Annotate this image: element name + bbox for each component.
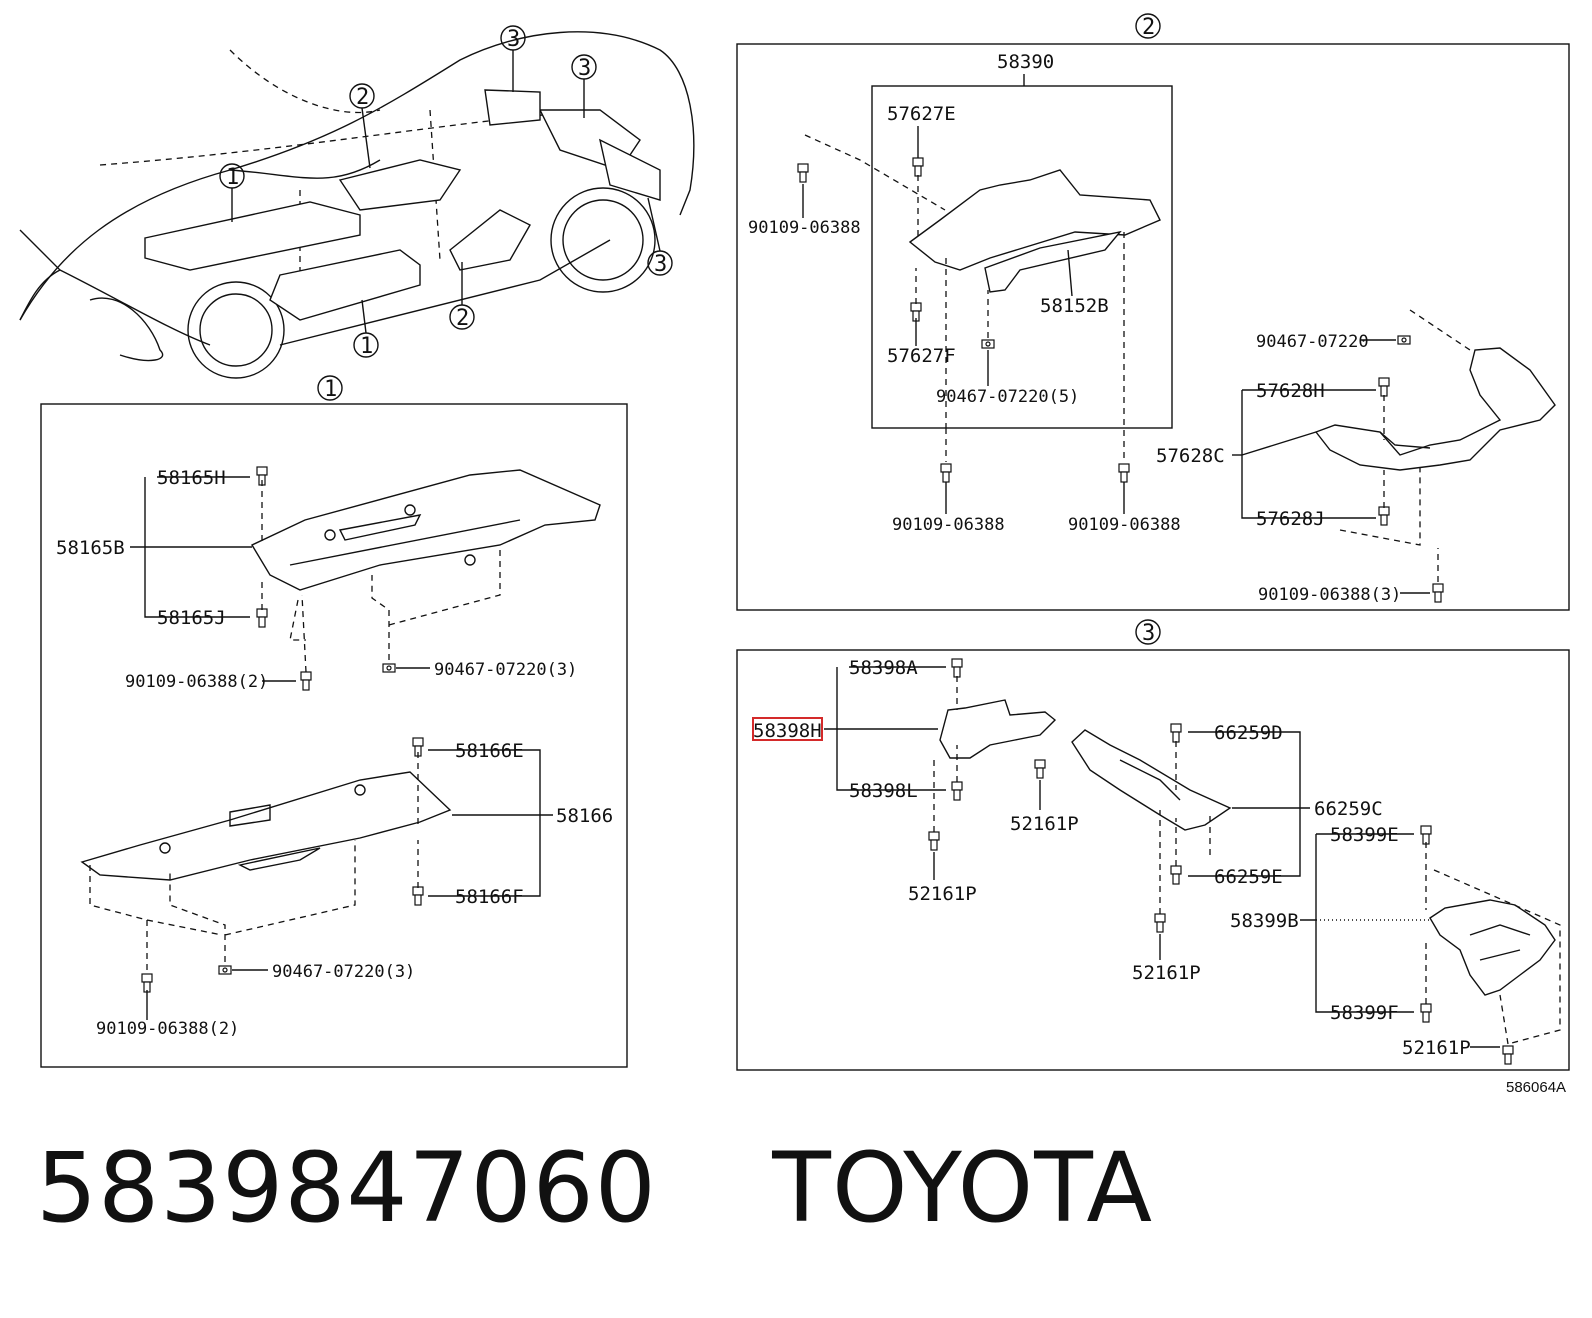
svg-text:90109-06388(2): 90109-06388(2) [96, 1019, 239, 1039]
svg-text:52161P: 52161P [1402, 1037, 1471, 1059]
svg-text:58166: 58166 [556, 805, 613, 827]
svg-text:90109-06388(3): 90109-06388(3) [1258, 585, 1401, 605]
diagram-code: 586064A [1506, 1079, 1566, 1096]
svg-text:58399F: 58399F [1330, 1002, 1399, 1024]
svg-text:58166F: 58166F [455, 886, 524, 908]
svg-text:58152B: 58152B [1040, 295, 1109, 317]
svg-text:3: 3 [654, 252, 667, 277]
section-2: 2 58390 57627E 57627F 90109-06388 58152B… [736, 13, 1570, 611]
svg-text:57627E: 57627E [887, 103, 956, 125]
overview-callouts: 1 2 3 3 3 2 1 [219, 25, 673, 359]
svg-text:57628J: 57628J [1256, 508, 1325, 530]
svg-text:2: 2 [1142, 15, 1155, 40]
svg-text:58165J: 58165J [157, 607, 226, 629]
parts-diagram: 1 2 3 3 3 2 1 1 58165H 58165J 58165B 901… [19, 13, 1570, 1096]
svg-text:90467-07220(3): 90467-07220(3) [434, 660, 577, 680]
svg-text:3: 3 [507, 27, 520, 52]
svg-text:3: 3 [1142, 621, 1155, 646]
svg-text:90109-06388(2): 90109-06388(2) [125, 672, 268, 692]
svg-text:57628C: 57628C [1156, 445, 1225, 467]
svg-text:90109-06388: 90109-06388 [748, 218, 861, 238]
svg-text:58398L: 58398L [849, 780, 918, 802]
svg-text:58398H: 58398H [753, 720, 822, 742]
svg-text:2: 2 [356, 85, 369, 110]
section-1: 1 58165H 58165J 58165B 90109-06388(2) 90… [40, 375, 628, 1068]
svg-text:2: 2 [456, 306, 469, 331]
svg-text:1: 1 [324, 377, 337, 402]
svg-text:58165H: 58165H [157, 467, 226, 489]
svg-text:58165B: 58165B [56, 537, 125, 559]
svg-text:1: 1 [226, 165, 239, 190]
svg-text:90467-07220(3): 90467-07220(3) [272, 962, 415, 982]
footer: 5839847060 TOYOTA [36, 1140, 1153, 1236]
car-overview [19, 31, 695, 379]
highlighted-part-58398H [752, 717, 823, 741]
svg-text:90467-07220(5): 90467-07220(5) [936, 387, 1079, 407]
svg-text:58398A: 58398A [849, 657, 918, 679]
svg-text:58390: 58390 [997, 51, 1054, 73]
svg-text:66259D: 66259D [1214, 722, 1283, 744]
svg-text:3: 3 [578, 56, 591, 81]
svg-text:52161P: 52161P [1132, 962, 1201, 984]
svg-text:52161P: 52161P [908, 883, 977, 905]
svg-text:90109-06388: 90109-06388 [1068, 515, 1181, 535]
svg-text:90467-07220: 90467-07220 [1256, 332, 1369, 352]
svg-text:58166E: 58166E [455, 740, 524, 762]
svg-text:90109-06388: 90109-06388 [892, 515, 1005, 535]
svg-text:58399B: 58399B [1230, 910, 1299, 932]
svg-text:57627F: 57627F [887, 345, 956, 367]
brand-name: TOYOTA [772, 1132, 1154, 1244]
part-number: 5839847060 [36, 1132, 657, 1244]
section-3: 3 58398A 58398L 58398H 52161P 52161P 662… [736, 619, 1570, 1071]
svg-text:1: 1 [360, 334, 373, 359]
svg-text:52161P: 52161P [1010, 813, 1079, 835]
svg-text:58399E: 58399E [1330, 824, 1399, 846]
svg-text:66259C: 66259C [1314, 798, 1383, 820]
svg-text:66259E: 66259E [1214, 866, 1283, 888]
svg-text:57628H: 57628H [1256, 380, 1325, 402]
